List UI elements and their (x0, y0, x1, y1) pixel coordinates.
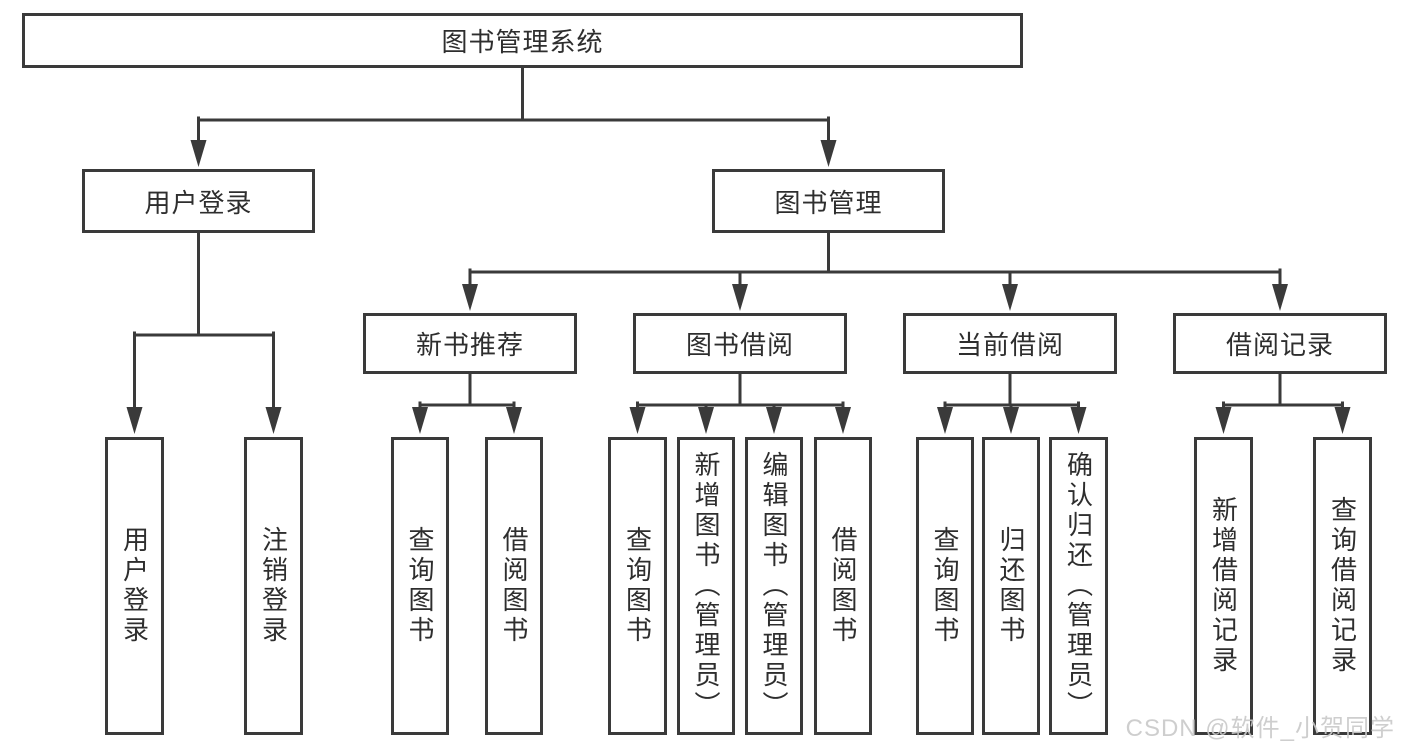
leaf-newbook-query: 查询图书 (391, 437, 449, 735)
leaf-borrow-edit-admin: 编辑图书（管理员） (745, 437, 803, 735)
leaf-borrow-add-admin: 新增图书（管理员） (677, 437, 735, 735)
node-borrowing-records-label: 借阅记录 (1225, 330, 1334, 360)
node-book-borrowing: 图书借阅 (633, 313, 847, 374)
leaf-current-confirm-admin: 确认归还（管理员） (1049, 437, 1108, 735)
node-root: 图书管理系统 (22, 13, 1023, 68)
arrowhead-icons (126, 140, 1351, 434)
leaf-newbook-query-label: 查询图书 (405, 526, 435, 646)
leaf-record-query: 查询借阅记录 (1313, 437, 1372, 735)
leaf-user-login: 用户登录 (105, 437, 164, 735)
leaf-borrow-book: 借阅图书 (814, 437, 872, 735)
leaf-current-query-label: 查询图书 (930, 526, 960, 646)
leaf-borrow-add-admin-label: 新增图书（管理员） (691, 451, 721, 721)
node-new-book-recommend: 新书推荐 (363, 313, 577, 374)
leaf-current-return: 归还图书 (982, 437, 1040, 735)
node-book-management: 图书管理 (712, 169, 945, 233)
leaf-borrow-query-label: 查询图书 (622, 526, 653, 646)
node-current-borrowing-label: 当前借阅 (955, 330, 1064, 360)
leaf-record-add: 新增借阅记录 (1194, 437, 1253, 735)
node-current-borrowing: 当前借阅 (903, 313, 1117, 374)
node-book-borrowing-label: 图书借阅 (685, 330, 794, 360)
node-new-book-recommend-label: 新书推荐 (415, 330, 524, 360)
node-root-label: 图书管理系统 (441, 27, 604, 57)
leaf-record-add-label: 新增借阅记录 (1208, 496, 1239, 676)
leaf-record-query-label: 查询借阅记录 (1327, 496, 1358, 676)
leaf-borrow-edit-admin-label: 编辑图书（管理员） (759, 451, 789, 721)
node-book-management-label: 图书管理 (774, 187, 883, 218)
leaf-current-confirm-admin-label: 确认归还（管理员） (1063, 451, 1094, 721)
node-user-login: 用户登录 (82, 169, 315, 233)
leaf-borrow-query: 查询图书 (608, 437, 667, 735)
node-borrowing-records: 借阅记录 (1173, 313, 1387, 374)
leaf-logout-label: 注销登录 (258, 526, 289, 646)
leaf-user-login-label: 用户登录 (119, 526, 150, 646)
csdn-watermark: CSDN @软件_小贺同学 (1125, 715, 1395, 742)
leaf-logout: 注销登录 (244, 437, 303, 735)
node-user-login-label: 用户登录 (144, 187, 253, 218)
leaf-current-return-label: 归还图书 (996, 526, 1026, 646)
leaf-newbook-borrow: 借阅图书 (485, 437, 543, 735)
leaf-current-query: 查询图书 (916, 437, 974, 735)
leaf-borrow-book-label: 借阅图书 (828, 526, 858, 646)
leaf-newbook-borrow-label: 借阅图书 (499, 526, 529, 646)
